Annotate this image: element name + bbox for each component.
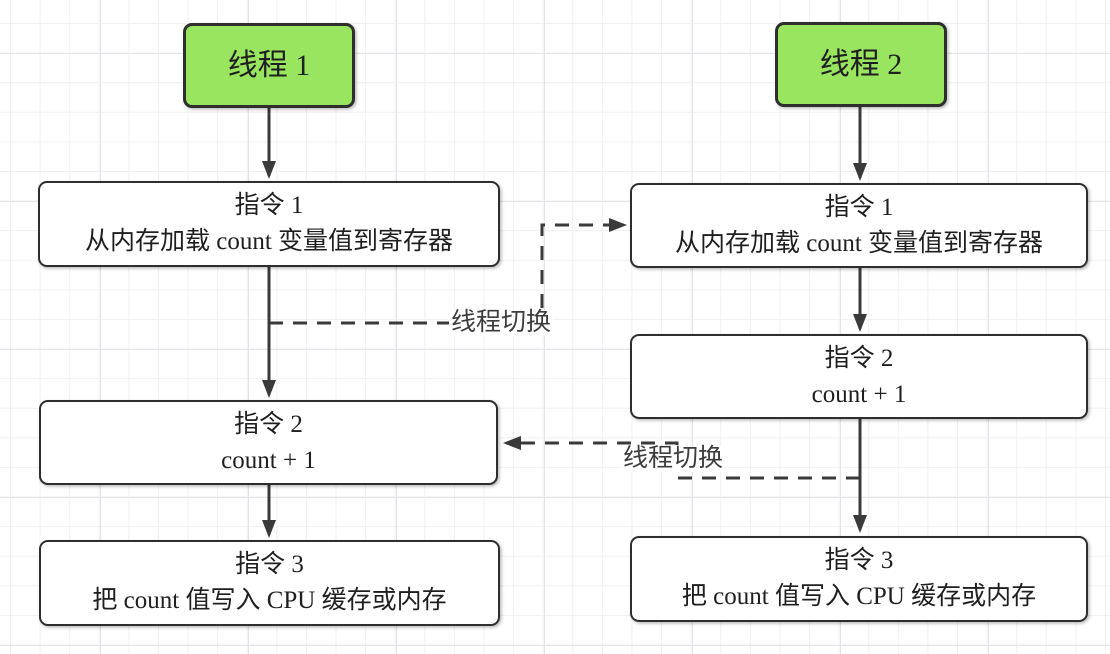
thread-switch-label-2: 线程切换 (621, 445, 726, 472)
thread2-label: 线程 2 (819, 47, 903, 81)
instruction-title: 指令 1 (234, 192, 304, 219)
thread2-instruction2-node: 指令 2 count + 1 (630, 334, 1088, 419)
thread2-instruction3-node: 指令 3 把 count 值写入 CPU 缓存或内存 (630, 536, 1088, 622)
instruction-desc: count + 1 (811, 380, 907, 408)
instruction-title: 指令 3 (235, 551, 304, 578)
thread1-instruction3-node: 指令 3 把 count 值写入 CPU 缓存或内存 (39, 540, 500, 626)
dashed-arrow-switch-to-thread2 (269, 218, 627, 325)
thread1-label: 线程 1 (227, 48, 311, 82)
thread2-node: 线程 2 (775, 22, 947, 107)
thread1-node: 线程 1 (183, 23, 355, 108)
instruction-title: 指令 2 (234, 410, 303, 438)
instruction-title: 指令 2 (824, 344, 894, 372)
instruction-title: 指令 3 (824, 547, 894, 574)
instruction-title: 指令 1 (824, 193, 894, 221)
thread2-instruction1-node: 指令 1 从内存加载 count 变量值到寄存器 (630, 183, 1088, 268)
instruction-desc: 把 count 值写入 CPU 缓存或内存 (681, 583, 1037, 610)
instruction-desc: 把 count 值写入 CPU 缓存或内存 (92, 587, 447, 614)
thread-switch-label-1: 线程切换 (449, 309, 554, 336)
instruction-desc: 从内存加载 count 变量值到寄存器 (674, 229, 1044, 257)
instruction-desc: 从内存加载 count 变量值到寄存器 (84, 228, 454, 255)
instruction-desc: count + 1 (221, 446, 316, 474)
thread1-instruction1-node: 指令 1 从内存加载 count 变量值到寄存器 (38, 181, 500, 267)
thread1-instruction2-node: 指令 2 count + 1 (39, 400, 498, 485)
